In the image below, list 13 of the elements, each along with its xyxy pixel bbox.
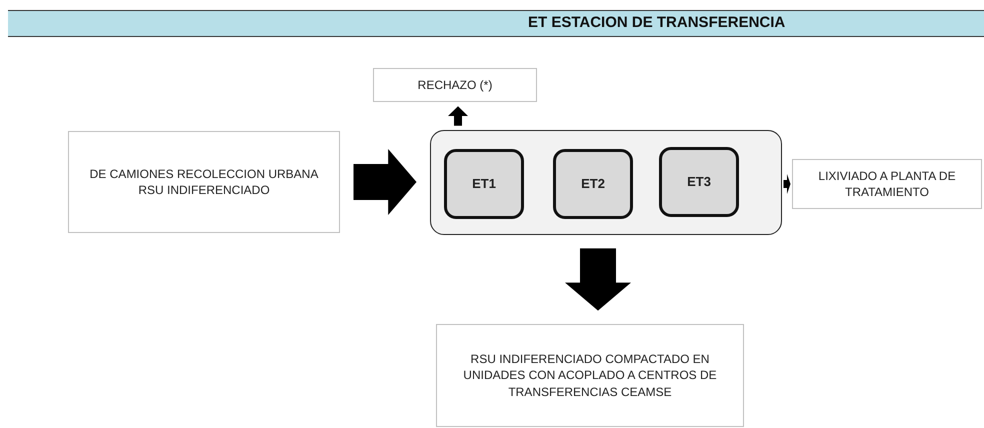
block-arrow: [354, 149, 416, 215]
group-box: [430, 130, 782, 235]
block-arrow: [784, 174, 790, 194]
process-box: LIXIVIADO A PLANTA DE TRATAMIENTO: [792, 159, 982, 209]
process-box: RECHAZO (*): [373, 68, 537, 102]
title-banner: ET ESTACION DE TRANSFERENCIA: [8, 10, 984, 37]
station-box: ET3: [659, 147, 739, 217]
block-arrow: [565, 248, 631, 311]
process-box: RSU INDIFERENCIADO COMPACTADO EN UNIDADES CON ACOPLADO A CENTROS DE TRANSFERENCIAS CEAMSE: [436, 324, 744, 427]
block-arrow: [448, 106, 468, 126]
station-box: ET2: [553, 149, 633, 219]
station-box: ET1: [444, 149, 524, 219]
process-box: DE CAMIONES RECOLECCION URBANA RSU INDIFERENCIADO: [68, 131, 340, 233]
